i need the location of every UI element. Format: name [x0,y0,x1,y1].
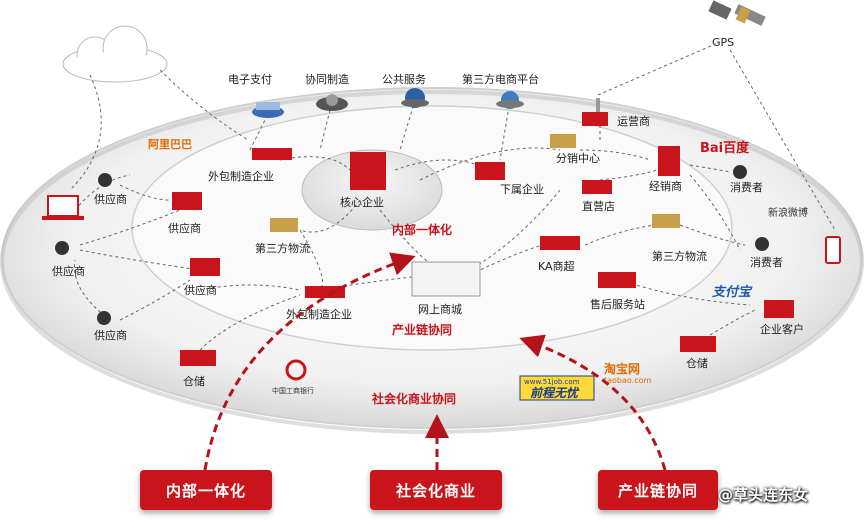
supplier-person-3-icon [97,311,111,325]
dealer-building-icon [658,146,680,176]
zone-inner-title: 内部一体化 [392,222,452,237]
ka-supermarket-icon [540,236,580,250]
node-subsidiary: 下属企业 [500,182,544,196]
operator-building-icon [582,98,608,126]
logistics-left-icon [270,218,298,232]
subsidiary-building-icon [475,162,505,180]
node-direct-store: 直营店 [582,199,615,213]
supplier-person-2-icon [55,241,69,255]
supplier-person-1-icon [98,173,112,187]
node-logistics-left: 第三方物流 [255,241,310,255]
node-supplier-outer-3: 供应商 [94,328,127,342]
node-warehouse-left: 仓储 [183,374,205,388]
warehouse-right-icon [680,336,716,352]
node-online-mall: 网上商城 [418,302,462,316]
weibo-logo: 新浪微博 [768,206,808,219]
node-ka-supermarket: KA商超 [538,259,575,273]
zone-outer-title: 社会化商业协同 [371,391,456,406]
supplier-inner-1-icon [172,192,202,210]
outsource-factory-bottom-icon [305,286,345,298]
zone-middle-title: 产业链协同 [392,322,452,337]
node-warehouse-right: 仓储 [686,356,708,370]
node-supplier-outer-2: 供应商 [52,264,85,278]
node-outsource-top: 外包制造企业 [208,169,274,183]
public-service-icon [401,88,429,108]
outsource-factory-top-icon [252,148,292,160]
node-core-enterprise: 核心企业 [340,195,384,209]
enterprise-client-icon [764,300,794,318]
job51-sub-logo: www.51job.com [524,378,580,386]
button-internal-integration[interactable]: 内部一体化 [140,470,272,510]
service-label-payment: 电子支付 [228,73,272,86]
alibaba-logo: 阿里巴巴 [148,137,192,151]
job51-logo: 前程无忧 [530,386,580,400]
supplier-inner-2-icon [190,258,220,276]
service-label-manufacturing: 协同制造 [305,72,349,86]
core-enterprise-building-icon [350,152,386,190]
alipay-logo: 支付宝 [712,284,753,300]
red-arrows [203,252,667,471]
button-social-business[interactable]: 社会化商业 [370,470,502,510]
node-supplier-outer-1: 供应商 [94,192,127,206]
node-after-sales: 售后服务站 [590,297,645,311]
satellite-icon [708,0,766,26]
button-industry-chain[interactable]: 产业链协同 [598,470,718,510]
node-supplier-inner-1: 供应商 [168,221,201,235]
phone-icon [825,236,841,264]
laptop-icon [42,195,84,220]
watermark: @草头连东女 [718,486,809,504]
baidu-logo: Bai百度 [700,140,750,156]
distribution-center-icon [550,134,576,148]
node-consumer-1: 消费者 [730,180,763,194]
service-label-public: 公共服务 [382,73,426,86]
payment-icon [252,102,284,118]
consumer-1-icon [733,165,747,179]
cloud-icon [62,25,168,83]
gps-label: GPS [712,36,734,49]
node-supplier-inner-2: 供应商 [184,283,217,297]
logistics-right-icon [652,214,680,228]
operator-label: 运营商 [617,114,650,128]
manufacturing-icon [316,94,348,111]
ecommerce-platform-icon [496,91,524,109]
taobao-sub-logo: taobao.com [604,376,652,385]
online-mall-icon [411,261,481,297]
consumer-2-icon [755,237,769,251]
warehouse-left-icon [180,350,216,366]
node-outsource-bottom: 外包制造企业 [286,307,352,321]
icbc-logo: 中国工商银行 [272,386,314,395]
node-distribution-center: 分销中心 [556,151,600,165]
taobao-logo: 淘宝网 [604,361,640,376]
node-enterprise-client: 企业客户 [760,322,804,336]
service-label-ecommerce: 第三方电商平台 [462,72,539,86]
node-consumer-2: 消费者 [750,255,783,269]
node-logistics-right: 第三方物流 [652,249,707,263]
direct-store-icon [582,180,612,194]
node-dealer: 经销商 [649,179,682,193]
after-sales-station-icon [598,272,636,288]
